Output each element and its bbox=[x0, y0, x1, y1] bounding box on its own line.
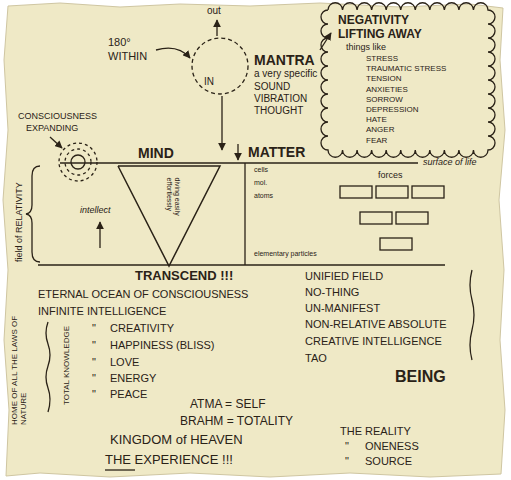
brick bbox=[396, 212, 428, 224]
handwritten-label: BEING bbox=[395, 368, 446, 386]
handwritten-label: EXPANDING bbox=[26, 123, 78, 133]
cloud-text: SORROW bbox=[366, 95, 403, 104]
handwritten-label: MANTRA bbox=[254, 52, 315, 68]
within-arrow bbox=[156, 48, 190, 58]
handwritten-label: MATTER bbox=[248, 144, 305, 160]
cloud-outline bbox=[321, 3, 495, 158]
cloud-text: FEAR bbox=[366, 136, 387, 145]
handwritten-label: UN-MANIFEST bbox=[305, 302, 380, 315]
handwritten-label: " bbox=[92, 388, 96, 401]
handwritten-label: MIND bbox=[138, 145, 174, 161]
handwritten-label: PEACE bbox=[110, 388, 147, 401]
handwritten-label: WITHIN bbox=[108, 50, 147, 63]
handwritten-label: elementary particles bbox=[254, 250, 317, 258]
descent-triangle: diving easily effortlessly bbox=[118, 166, 220, 266]
cloud-text: TRAUMATIC STRESS bbox=[366, 64, 446, 73]
handwritten-label: intellect bbox=[80, 205, 111, 215]
handwritten-label: NON-RELATIVE ABSOLUTE bbox=[305, 318, 447, 331]
handwritten-label: CREATIVITY bbox=[110, 322, 174, 335]
handwritten-label: TAO bbox=[305, 352, 327, 365]
handwritten-label: out bbox=[207, 5, 221, 17]
underline bbox=[105, 469, 135, 470]
handwritten-label: " bbox=[92, 339, 96, 352]
brick bbox=[412, 186, 444, 198]
expanding-ring bbox=[65, 149, 91, 175]
cloud-text: TENSION bbox=[366, 74, 402, 83]
handwritten-label: cells bbox=[254, 166, 268, 174]
handwritten-label: atoms bbox=[254, 192, 273, 200]
handwritten-label: SOURCE bbox=[365, 455, 412, 468]
divider-line bbox=[244, 163, 245, 265]
out-arrow bbox=[216, 20, 217, 36]
handwritten-label: a very specific bbox=[254, 68, 317, 80]
handwritten-label: ATMA = SELF bbox=[190, 398, 265, 412]
handwritten-label: TRANSCEND !!! bbox=[135, 269, 233, 284]
handwritten-label: INFINITE INTELLIGENCE bbox=[38, 305, 166, 318]
handwritten-label: " bbox=[92, 372, 96, 385]
handwritten-label: " bbox=[92, 356, 96, 369]
cloud-text: HATE bbox=[366, 115, 387, 124]
handwritten-label: " bbox=[92, 322, 96, 335]
handwritten-label: UNIFIED FIELD bbox=[305, 270, 383, 283]
handwritten-label: forces bbox=[378, 170, 403, 180]
handwritten-label: HAPPINESS (BLISS) bbox=[110, 339, 215, 352]
cloud-text: STRESS bbox=[366, 54, 398, 63]
handwritten-label: mol. bbox=[254, 179, 267, 187]
paper-sheet bbox=[3, 3, 505, 477]
relativity-bracket bbox=[26, 166, 40, 262]
thought-cloud: NEGATIVITY LIFTING AWAYthings likeSTRESS… bbox=[322, 4, 494, 156]
surface-line bbox=[60, 162, 418, 164]
cloud-text: ANGER bbox=[366, 125, 394, 134]
handwritten-label: SOUND bbox=[254, 81, 290, 93]
brick bbox=[360, 212, 392, 224]
transcend-line bbox=[38, 264, 445, 266]
cloud-text: things like bbox=[346, 42, 386, 52]
brick bbox=[380, 238, 412, 250]
cloud-text: ANXIETIES bbox=[366, 85, 408, 94]
handwritten-label: surface of life bbox=[423, 157, 477, 167]
brick bbox=[340, 186, 372, 198]
leader-line bbox=[50, 137, 62, 148]
handwritten-label: THOUGHT bbox=[254, 105, 303, 117]
handwritten-label: VIBRATION bbox=[254, 93, 307, 105]
triangle-outline bbox=[118, 166, 220, 266]
handwritten-label: TOTAL KNOWLEDGE bbox=[62, 326, 71, 405]
handwritten-label: " bbox=[345, 455, 349, 468]
consciousness-point bbox=[71, 155, 85, 169]
handwritten-label: NO-THING bbox=[305, 286, 359, 299]
wavy-line bbox=[470, 270, 474, 360]
intellect-arrow bbox=[99, 222, 100, 248]
brick bbox=[376, 186, 408, 198]
handwritten-label: KINGDOM of HEAVEN bbox=[110, 433, 243, 448]
cloud-text: NEGATIVITY LIFTING AWAY bbox=[338, 14, 438, 42]
matter-arrow bbox=[237, 144, 238, 160]
handwritten-label: LOVE bbox=[110, 356, 139, 369]
wavy-line bbox=[46, 322, 50, 412]
handwritten-label: ONENESS bbox=[365, 440, 419, 453]
handwritten-label: " bbox=[345, 440, 349, 453]
handwritten-label: ENERGY bbox=[110, 372, 156, 385]
handwritten-label: IN bbox=[204, 76, 214, 88]
handwritten-label: HOME OF ALL THE LAWS OF NATURE bbox=[10, 310, 28, 425]
handwritten-label: CONSCIOUSNESS bbox=[18, 111, 97, 121]
in-arrow bbox=[221, 96, 222, 150]
handwritten-label: field of RELATIVITY bbox=[14, 182, 24, 262]
handwritten-label: THE REALITY bbox=[340, 425, 411, 438]
cloud-text: DEPRESSION bbox=[366, 105, 418, 114]
handwritten-label: THE EXPERIENCE !!! bbox=[105, 453, 233, 468]
triangle-text: diving easily effortlessly bbox=[164, 178, 180, 233]
expanding-ring bbox=[59, 143, 97, 181]
mantra-loop bbox=[192, 38, 248, 94]
handwritten-label: 180° bbox=[108, 36, 131, 49]
handwritten-label: ETERNAL OCEAN OF CONSCIOUSNESS bbox=[38, 288, 248, 301]
handwritten-label: CREATIVE INTELLIGENCE bbox=[305, 335, 442, 348]
handwritten-label: BRAHM = TOTALITY bbox=[180, 415, 293, 429]
